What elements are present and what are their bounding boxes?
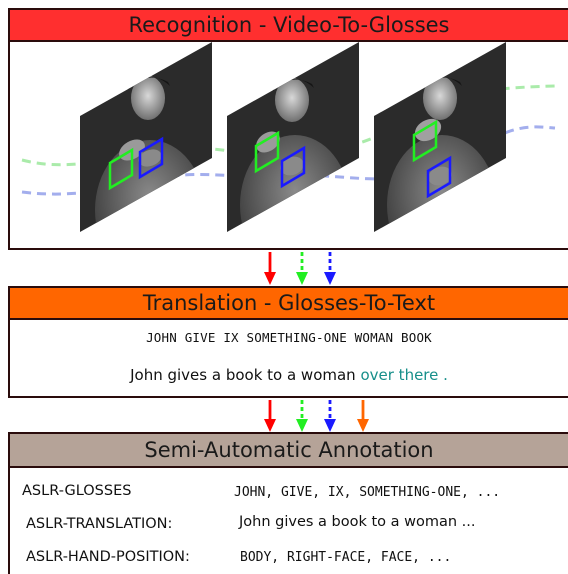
- hand-box-blue-3: [426, 155, 452, 199]
- annotation-title: Semi-Automatic Annotation: [144, 438, 434, 462]
- annotation-value-hand-position: BODY, RIGHT-FACE, FACE, ...: [240, 550, 452, 565]
- annotation-label-hand-position: ASLR-HAND-POSITION:: [26, 549, 190, 565]
- recognition-header: Recognition - Video-To-Glosses: [10, 10, 568, 42]
- annotation-label-glosses: ASLR-GLOSSES: [22, 483, 132, 499]
- video-frame-2: [227, 42, 359, 232]
- translation-text: John gives a book to a woman: [130, 366, 356, 384]
- translation-header: Translation - Glosses-To-Text: [10, 288, 568, 320]
- translation-sentence: John gives a book to a woman over there …: [10, 366, 568, 384]
- gloss-sequence: JOHN GIVE IX SOMETHING-ONE WOMAN BOOK: [146, 330, 432, 345]
- annotation-header: Semi-Automatic Annotation: [10, 434, 568, 468]
- annotation-panel: Semi-Automatic Annotation ASLR-GLOSSES J…: [8, 432, 568, 574]
- recognition-panel: Recognition - Video-To-Glosses: [8, 8, 568, 250]
- hand-box-green-3: [412, 119, 438, 163]
- video-frame-1: [80, 42, 212, 232]
- annotation-value-glosses: JOHN, GIVE, IX, SOMETHING-ONE, ...: [234, 485, 501, 500]
- annotation-value-translation: John gives a book to a woman ...: [239, 514, 476, 530]
- hand-box-blue-2: [280, 145, 306, 189]
- translation-panel: Translation - Glosses-To-Text JOHN GIVE …: [8, 286, 568, 398]
- video-frame-3: [374, 42, 506, 232]
- recognition-title: Recognition - Video-To-Glosses: [128, 13, 450, 37]
- arrows-recognition-to-translation: [264, 252, 336, 285]
- hand-box-green-1: [108, 147, 134, 191]
- translation-text-highlight: over there .: [360, 366, 448, 384]
- hand-box-green-2: [254, 130, 280, 174]
- annotation-label-translation: ASLR-TRANSLATION:: [26, 516, 173, 532]
- hand-box-blue-1: [138, 136, 164, 180]
- translation-title: Translation - Glosses-To-Text: [142, 291, 436, 315]
- arrows-translation-to-annotation: [264, 400, 369, 432]
- hand-boxes: [108, 119, 452, 199]
